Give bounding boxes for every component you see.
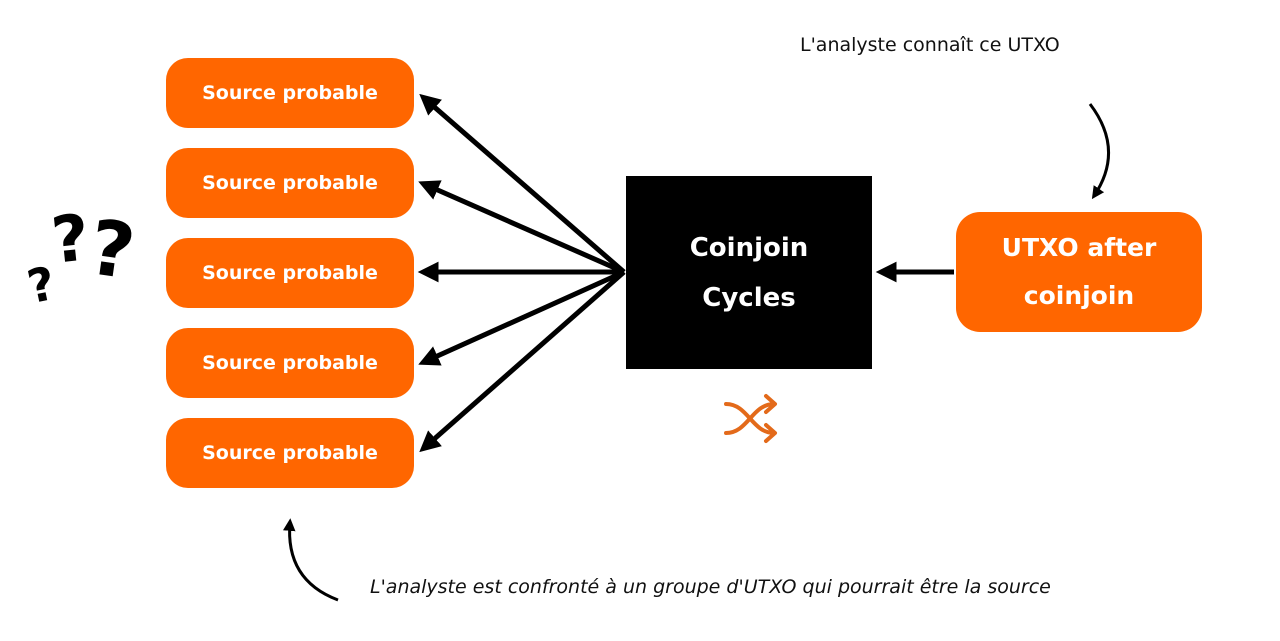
coinjoin-label-line2: Cycles (702, 282, 796, 313)
utxo-after-coinjoin-box: UTXO after coinjoin (956, 212, 1202, 332)
source-probable-2: Source probable (166, 148, 414, 218)
curved-arrow-bottom (282, 518, 339, 602)
arrow-to-source-4 (418, 269, 626, 366)
arrow-to-source-2 (418, 180, 626, 275)
source-label: Source probable (202, 82, 378, 104)
source-label: Source probable (202, 172, 378, 194)
annotation-top: L'analyste connaît ce UTXO (800, 34, 1060, 56)
source-probable-1: Source probable (166, 58, 414, 128)
utxo-label-line2: coinjoin (1023, 281, 1135, 310)
shuffle-icon (724, 394, 777, 443)
coinjoin-label-line1: Coinjoin (689, 232, 809, 263)
arrow-to-source-1 (419, 93, 626, 274)
source-label: Source probable (202, 442, 378, 464)
arrow-to-source-5 (419, 270, 626, 453)
question-mark-medium: ? (48, 201, 93, 279)
curved-arrow-top (1088, 103, 1111, 200)
annotation-bottom: L'analyste est confronté à un groupe d'U… (370, 576, 1051, 598)
source-label: Source probable (202, 262, 378, 284)
source-label: Source probable (202, 352, 378, 374)
source-probable-5: Source probable (166, 418, 414, 488)
source-probable-3: Source probable (166, 238, 414, 308)
source-probable-4: Source probable (166, 328, 414, 398)
utxo-label-line1: UTXO after (1001, 233, 1157, 262)
coinjoin-cycles-box: Coinjoin Cycles (626, 176, 872, 369)
